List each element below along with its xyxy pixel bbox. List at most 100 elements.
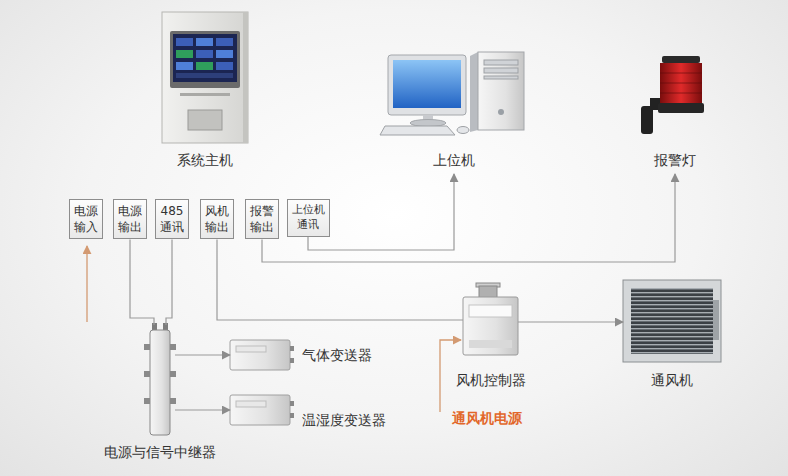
- device-label: 电源与信号中继器: [104, 443, 216, 461]
- port-box: 电源 输出: [113, 199, 147, 239]
- alarm-lamp-icon: [660, 93, 702, 94]
- humidity-transmitter-icon: [230, 395, 290, 425]
- computer-icon: [410, 120, 446, 127]
- system-host: 系统主机: [162, 12, 248, 174]
- control-cabinet: [173, 34, 237, 82]
- control-cabinet: [196, 62, 213, 70]
- device-label: 风机控制器: [456, 371, 526, 389]
- host-computer: 上位机: [383, 50, 525, 174]
- fan-controller-icon: [469, 340, 512, 348]
- humidity-transmitter-icon: [290, 401, 294, 406]
- relay-icon: [144, 323, 176, 435]
- fan-controller: 风机控制器: [463, 283, 518, 355]
- computer-icon: [380, 52, 524, 135]
- fan-controller-icon: [463, 297, 518, 355]
- control-cabinet: [196, 50, 213, 58]
- alarm-lamp-icon: [658, 103, 704, 113]
- relay-icon: [144, 398, 150, 404]
- fan-icon: [631, 288, 713, 354]
- computer-icon: [484, 68, 518, 73]
- gas-transmitter-icon: [236, 346, 266, 352]
- computer-icon: [393, 60, 461, 108]
- port-label: 风机 输出: [205, 203, 229, 235]
- connector: [166, 239, 172, 325]
- relay-icon: [144, 344, 150, 350]
- caption-box: 温湿度变送器: [302, 411, 386, 429]
- ventilation-fan: 通风机: [623, 280, 721, 362]
- control-cabinet: [170, 31, 240, 88]
- control-cabinet: [176, 38, 193, 46]
- alarm-lamp-icon: [660, 83, 702, 84]
- device-label: 报警灯: [640, 151, 710, 169]
- port-box: 电源 输入: [69, 199, 103, 239]
- device-label: 通风机: [651, 371, 693, 389]
- connector: [262, 174, 675, 262]
- connector: [217, 239, 463, 320]
- power-input-arrow: [87, 246, 88, 322]
- alarm-lamp: 报警灯: [640, 55, 710, 174]
- gas-transmitter-icon: [230, 340, 290, 370]
- port-box: 485 通讯: [155, 199, 189, 239]
- computer-icon: [484, 76, 518, 79]
- device-label: 温湿度变送器: [302, 411, 386, 429]
- connector: [308, 174, 454, 250]
- fan-controller-icon: [469, 305, 512, 317]
- device-label: 系统主机: [162, 151, 248, 169]
- control-cabinet: [162, 12, 248, 143]
- alarm-lamp-icon: [641, 56, 704, 134]
- computer-icon: [457, 127, 469, 134]
- caption-box: 电源与信号中继器: [104, 443, 216, 461]
- relay-icon: [170, 371, 176, 377]
- relay-icon: [150, 330, 170, 435]
- gas-transmitter-icon: [290, 346, 294, 351]
- connector: [175, 409, 230, 410]
- control-cabinet: [196, 38, 213, 46]
- humidity-transmitter-icon: [230, 395, 294, 425]
- control-cabinet: [216, 62, 233, 70]
- fan-icon: [623, 280, 721, 362]
- power-note: 通风机电源: [452, 409, 522, 427]
- device-label: 气体变送器: [302, 346, 372, 364]
- relay: 电源与信号中继器: [145, 325, 175, 438]
- port-label: 报警 输出: [250, 203, 274, 235]
- port-label: 485 通讯: [160, 203, 184, 235]
- fan-controller-icon: [479, 286, 497, 298]
- caption-box: 通风机: [651, 371, 693, 389]
- computer-icon: [484, 60, 518, 65]
- alarm-lamp-icon: [660, 73, 702, 74]
- alarm-lamp-icon: [662, 56, 700, 63]
- humidity-transmitter: 温湿度变送器: [230, 393, 294, 427]
- humidity-transmitter-icon: [236, 401, 266, 407]
- computer-icon: [470, 52, 478, 132]
- relay-icon: [144, 371, 150, 377]
- control-cabinet: [216, 38, 233, 46]
- computer-icon: [388, 55, 466, 115]
- control-cabinet: [176, 62, 193, 70]
- port-box: 上位机 通讯: [287, 199, 330, 237]
- caption-box: 风机控制器: [456, 371, 526, 389]
- connector: [175, 354, 230, 355]
- control-cabinet: [216, 50, 233, 58]
- computer-icon: [478, 52, 524, 130]
- control-cabinet: [243, 12, 248, 143]
- power-input-arrow: [86, 246, 87, 322]
- gas-transmitter: 气体变送器: [230, 338, 294, 372]
- connector: [130, 239, 154, 325]
- gas-transmitter-icon: [290, 358, 294, 363]
- connector: [518, 321, 623, 322]
- control-cabinet: [176, 73, 233, 78]
- port-label: 上位机 通讯: [292, 203, 325, 233]
- caption-box: 气体变送器: [302, 346, 372, 364]
- relay-icon: [170, 344, 176, 350]
- gas-transmitter-icon: [230, 340, 294, 370]
- fan-controller-icon: [463, 283, 518, 355]
- fan-icon: [623, 280, 721, 362]
- alarm-lamp-icon: [660, 63, 702, 103]
- fan-icon: [713, 300, 719, 340]
- alarm-lamp-icon: [641, 106, 653, 134]
- port-box: 报警 输出: [245, 199, 279, 239]
- computer-icon: [498, 109, 504, 115]
- control-cabinet: [188, 110, 222, 130]
- relay-icon: [170, 398, 176, 404]
